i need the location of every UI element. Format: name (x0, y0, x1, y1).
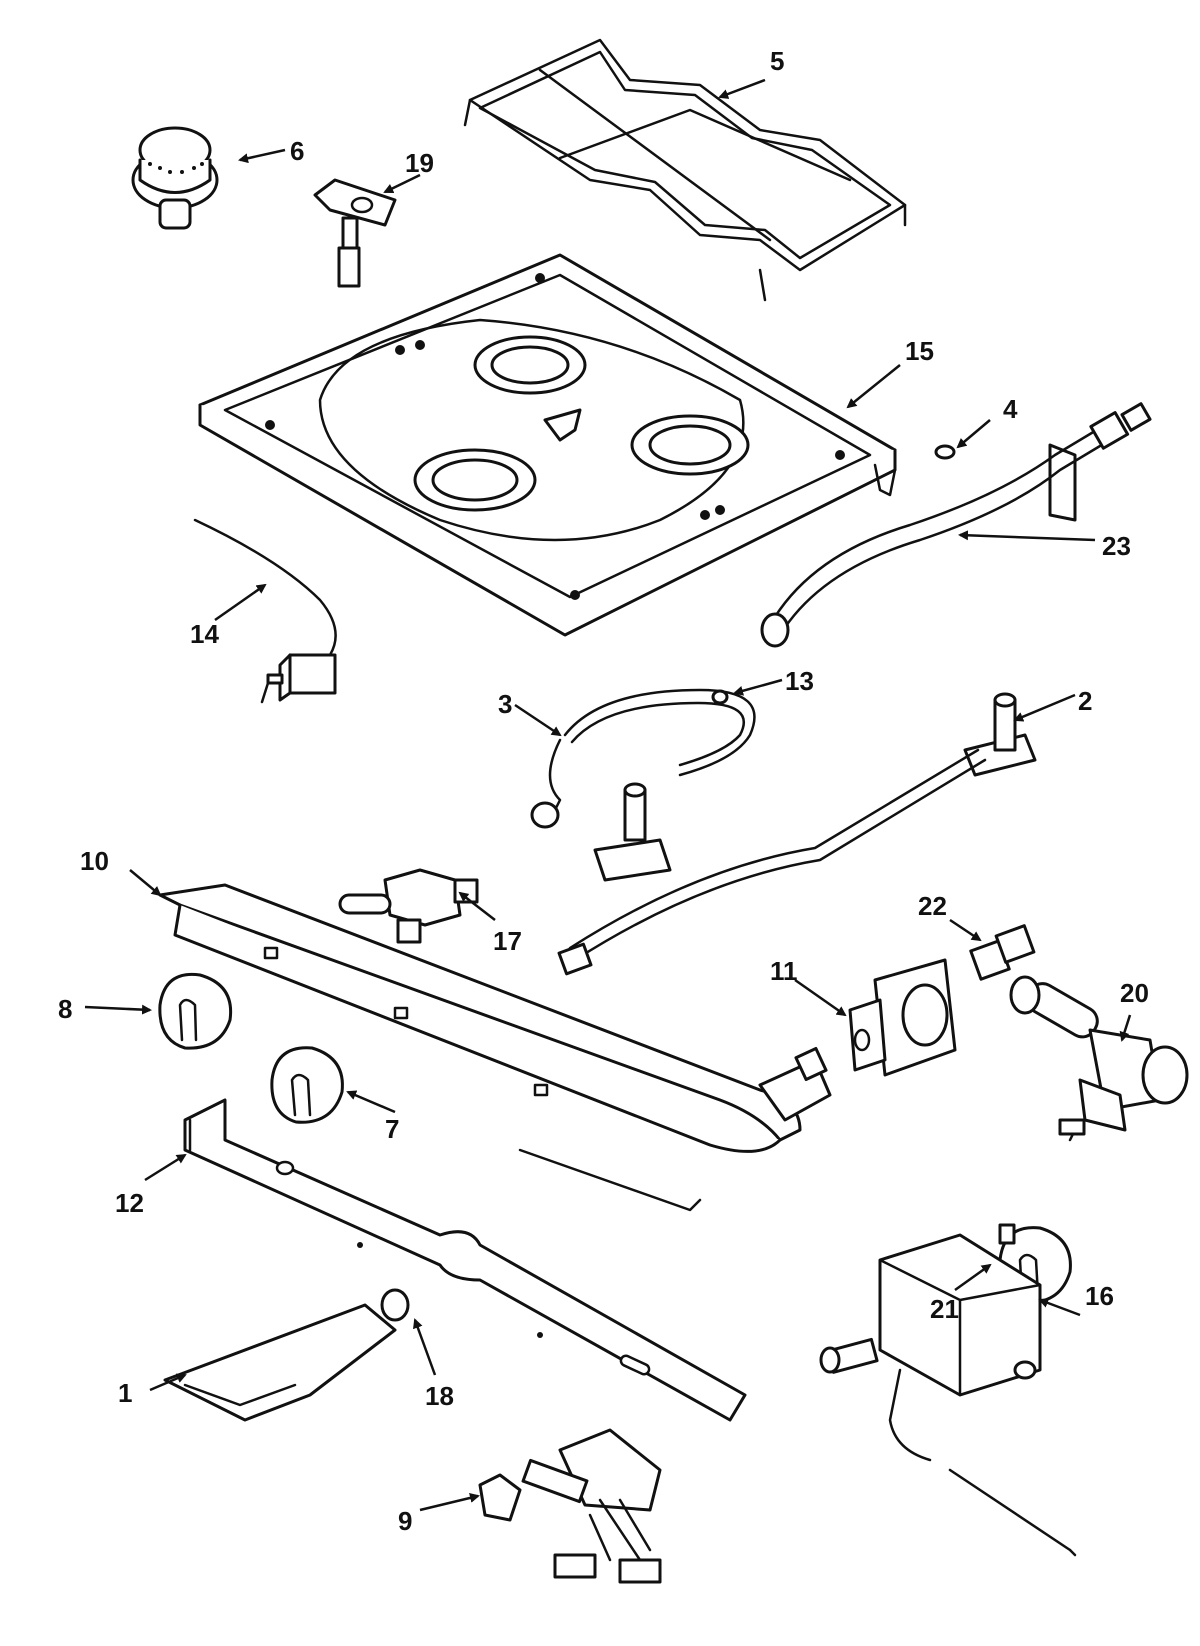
igniter-bracket-part (313, 178, 397, 288)
knob-7-part (270, 1046, 344, 1124)
manifold-part (158, 883, 832, 1212)
callout-6: 6 (290, 136, 304, 166)
callout-18: 18 (425, 1381, 454, 1411)
gas-tube-part (760, 402, 1152, 648)
valve-assembly-part (1009, 975, 1189, 1142)
callout-15: 15 (905, 336, 934, 366)
callout-21: 21 (930, 1294, 959, 1324)
callout-14: 14 (190, 619, 219, 649)
fitting-part (969, 924, 1036, 981)
callout-20: 20 (1120, 978, 1149, 1008)
callout-8: 8 (58, 994, 72, 1024)
grate-part (463, 38, 907, 302)
callout-3: 3 (498, 689, 512, 719)
spreader-part (163, 1288, 410, 1422)
callout-22: 22 (918, 891, 947, 921)
burner-tube-right-part (557, 692, 1037, 976)
callout-1: 1 (118, 1378, 132, 1408)
callout-7: 7 (385, 1114, 399, 1144)
callout-4: 4 (1003, 394, 1018, 424)
callout-17: 17 (493, 926, 522, 956)
burner-tube-left-part (530, 688, 756, 882)
regulator-part (848, 958, 957, 1077)
thermostat-part (819, 1223, 1077, 1557)
callout-19: 19 (405, 148, 434, 178)
switch-part (193, 518, 337, 704)
callout-5: 5 (770, 46, 784, 76)
igniter-assembly-part (478, 1428, 662, 1584)
knob-8-part (158, 972, 233, 1050)
callout-16: 16 (1085, 1281, 1114, 1311)
bracket-bar-part (183, 1098, 747, 1422)
callout-23: 23 (1102, 531, 1131, 561)
callout-2: 2 (1078, 686, 1092, 716)
cooktop-part (198, 253, 897, 637)
callout-12: 12 (115, 1188, 144, 1218)
burner-cap-part (131, 126, 219, 230)
valve-part (338, 868, 479, 944)
callout-13: 13 (785, 666, 814, 696)
callout-11: 11 (770, 956, 798, 986)
nut-part (934, 444, 956, 460)
callout-9: 9 (398, 1506, 412, 1536)
callout-10: 10 (80, 846, 109, 876)
